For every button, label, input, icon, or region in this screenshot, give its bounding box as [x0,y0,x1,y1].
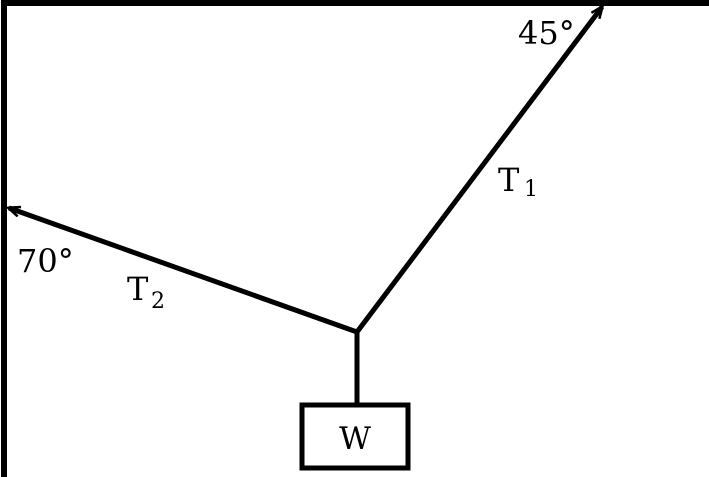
t1-label: T 1 [498,161,538,202]
weight-box [299,402,411,471]
t2-label-main: T [127,270,149,308]
t2-rope-arrow [9,205,358,335]
t1-label-sub: 1 [524,177,538,202]
t1-rope-arrow [355,7,602,334]
t1-label-main: T [498,161,520,199]
weight-label: W [339,421,371,457]
t2-label: T 2 [127,270,165,314]
t1-angle-label: 45° [518,14,575,52]
t2-label-sub: 2 [151,289,165,314]
t2-angle-label: 70° [17,242,74,280]
